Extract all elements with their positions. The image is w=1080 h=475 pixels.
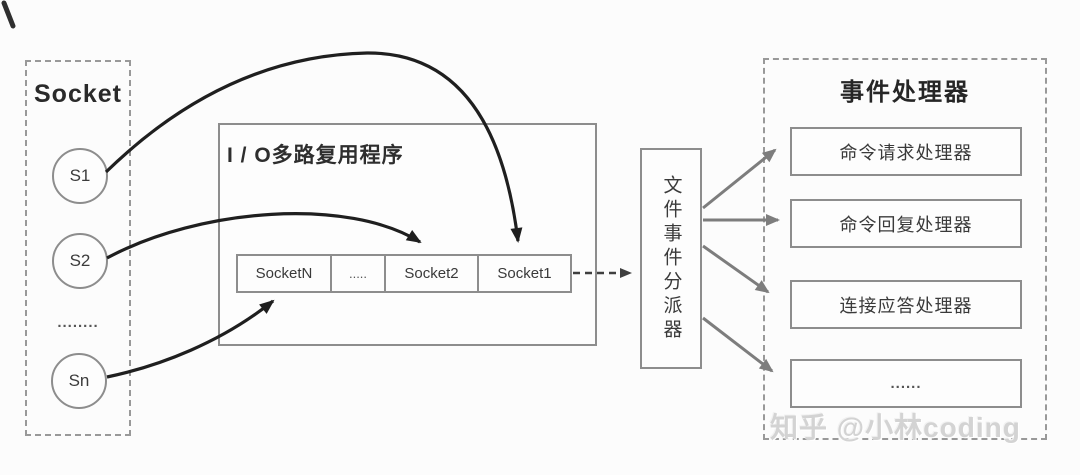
handler-command-request: 命令请求处理器 (790, 127, 1022, 176)
io-multiplexer-title: I / O多路复用程序 (227, 144, 404, 167)
event-handlers-title: 事件处理器 (840, 79, 970, 106)
socket-node-sn-label: Sn (68, 371, 90, 390)
queue-cell-socket2: Socket2 (384, 254, 479, 293)
io-multiplexer-box: I / O多路复用程序 (218, 123, 597, 346)
socket-node-s1: S1 (52, 148, 108, 204)
file-event-dispatcher-box: 文件事件分派器 (640, 148, 702, 369)
queue-cell-ellipsis: ..... (330, 254, 386, 293)
queue-cell-socketn: SocketN (236, 254, 332, 293)
handler-connection-accept: 连接应答处理器 (790, 280, 1022, 329)
arrow-dispatcher-to-connection-accept (702, 244, 770, 294)
socket-queue: SocketN ..... Socket2 Socket1 (236, 254, 572, 293)
socket-panel: Socket S1 S2 ........ Sn (25, 60, 131, 436)
socket-node-sn: Sn (51, 353, 107, 409)
handler-ellipsis: ...... (790, 359, 1022, 408)
file-event-dispatcher-label: 文件事件分派器 (660, 174, 682, 343)
corner-artifact (1, 0, 16, 29)
socket-node-s1-label: S1 (69, 166, 91, 185)
socket-panel-title: Socket (34, 80, 122, 108)
watermark: 知乎 @小林coding (770, 412, 1021, 443)
socket-node-s2-label: S2 (69, 251, 91, 270)
socket-node-s2: S2 (52, 233, 108, 289)
socket-ellipsis: ........ (57, 314, 99, 331)
event-handlers-panel: 事件处理器 命令请求处理器 命令回复处理器 连接应答处理器 ...... (763, 58, 1047, 440)
handler-command-reply: 命令回复处理器 (790, 199, 1022, 248)
arrow-dispatcher-to-ellipsis (702, 316, 774, 373)
queue-cell-socket1: Socket1 (477, 254, 572, 293)
